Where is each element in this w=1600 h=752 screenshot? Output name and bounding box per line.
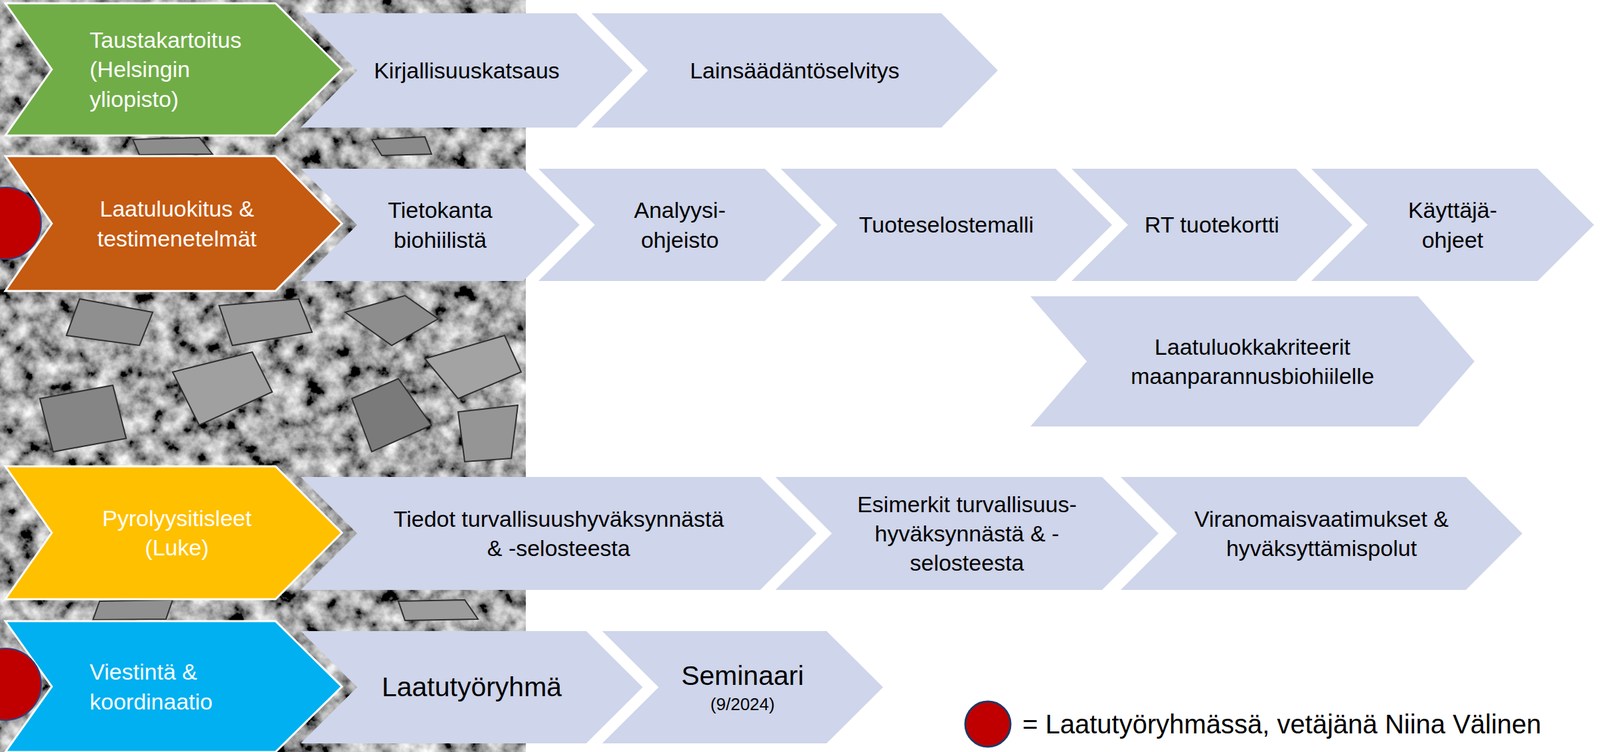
chevron-outline [300,630,643,743]
text-area: RT tuotekortti [1127,168,1296,281]
text-area: Tiedot turvallisuushyväksynnästä & -selo… [357,476,761,590]
text-area: Lainsäädäntöselvitys [647,13,942,128]
legend: = Laatutyöryhmässä, vetäjänä Niina Välin… [962,698,1542,749]
stage-label: Pyrolyysitisleet (Luke) [77,503,277,562]
chevron-outline [775,476,1159,590]
chevron-outline [1311,168,1595,281]
chevron-outline [300,476,817,590]
chevron-outline [5,156,342,291]
task-label: Analyysi- ohjeisto [613,195,747,254]
legend-label: = Laatutyöryhmässä, vetäjänä Niina Välin… [1022,707,1542,740]
task-label: Käyttäjä- ohjeet [1392,195,1513,254]
legend-swatch [965,701,1011,747]
chevron-shape [300,476,817,590]
task-label: Laatutyöryhmä [381,669,562,705]
chevron-outline [780,168,1113,281]
chevron-shape [5,620,342,752]
task-label: Kirjallisuuskatsaus [373,55,560,85]
task-label: (9/2024) [710,693,775,716]
text-area: Taustakartoitus (Helsingin yliopisto) [89,3,296,136]
chevron-outline [300,168,580,281]
task-label: Esimerkit turvallisuus- hyväksynnästä & … [851,489,1084,578]
stage-label: Laatuluokitus & testimenetelmät [77,193,277,253]
text-area: Laatuluokkakriteerit maanparannusbiohiil… [1086,296,1419,427]
text-area: Käyttäjä- ohjeet [1367,168,1538,281]
text-area: Laatuluokitus & testimenetelmät [58,156,296,291]
chevron-outline [300,13,633,128]
task-label: Viranomaisvaatimukset & hyväksyttämispol… [1189,503,1455,563]
legend-entry: = Laatutyöryhmässä, vetäjänä Niina Välin… [962,698,1542,749]
text-area: Viranomaisvaatimukset & hyväksyttämispol… [1177,476,1466,590]
chevron-shape [5,156,342,291]
stage-chevron: Viestintä & koordinaatio [5,620,342,752]
legend-swatch-box [962,698,1014,749]
task-label: Tiedot turvallisuushyväksynnästä & -selo… [387,503,730,563]
chevron-outline [5,620,342,752]
stage-chevron: Laatuluokitus & testimenetelmät [5,156,342,291]
task-chevron: Analyysi- ohjeisto [538,168,822,281]
chevron-outline [1030,296,1475,427]
text-area: Pyrolyysitisleet (Luke) [58,466,296,599]
group-marker [0,647,42,720]
task-chevron: Viranomaisvaatimukset & hyväksyttämispol… [1120,476,1523,590]
chevron-outline [5,466,342,599]
chevron-shape [300,168,580,281]
task-chevron: Tiedot turvallisuushyväksynnästä & -selo… [300,476,817,590]
task-chevron: Tuoteselostemalli [780,168,1113,281]
chevron-outline [1071,168,1353,281]
stage-label: Taustakartoitus (Helsingin yliopisto) [89,25,273,114]
text-area: Analyysi- ohjeisto [594,168,765,281]
task-chevron: Kirjallisuuskatsaus [300,13,633,128]
task-chevron: Lainsäädäntöselvitys [591,13,998,128]
text-area: Kirjallisuuskatsaus [357,13,577,128]
task-label: Seminaari [681,657,804,694]
task-chevron: RT tuotekortti [1071,168,1353,281]
task-chevron: Seminaari(9/2024) [602,630,883,743]
text-area: Tuoteselostemalli [837,168,1056,281]
task-label: Laatuluokkakriteerit maanparannusbiohiil… [1113,331,1393,391]
task-label: Tietokanta biohiilistä [357,195,524,254]
text-area: Esimerkit turvallisuus- hyväksynnästä & … [831,476,1103,590]
stage-chevron: Pyrolyysitisleet (Luke) [5,466,342,599]
stage-label: Viestintä & koordinaatio [89,656,273,716]
task-chevron: Esimerkit turvallisuus- hyväksynnästä & … [775,476,1159,590]
text-area: Tietokanta biohiilistä [357,168,524,281]
text-area: Laatutyöryhmä [357,630,587,743]
chevron-outline [5,3,342,136]
chevron-shape [538,168,822,281]
chevron-outline [591,13,998,128]
text-area: Viestintä & koordinaatio [89,620,296,752]
task-chevron: Laatutyöryhmä [300,630,643,743]
task-label: Lainsäädäntöselvitys [689,55,900,85]
task-label: Tuoteselostemalli [859,209,1034,240]
chevron-outline [602,630,883,743]
task-chevron: Tietokanta biohiilistä [300,168,580,281]
chevron-outline [538,168,822,281]
task-chevron: Laatuluokkakriteerit maanparannusbiohiil… [1030,296,1475,427]
chevron-shape [5,466,342,599]
task-label: RT tuotekortti [1144,209,1280,240]
group-marker [0,187,42,259]
chevron-shape [1030,296,1475,427]
stage-chevron: Taustakartoitus (Helsingin yliopisto) [5,3,342,136]
chevron-shape [1311,168,1595,281]
chevron-outline [1120,476,1523,590]
chevron-shape [1120,476,1523,590]
text-area: Seminaari(9/2024) [658,630,827,743]
task-chevron: Käyttäjä- ohjeet [1311,168,1595,281]
